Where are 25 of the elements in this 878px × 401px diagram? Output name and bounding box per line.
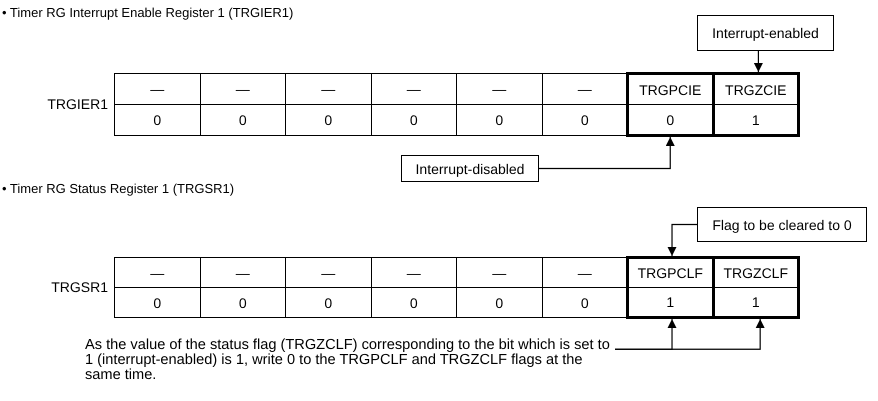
callout-box: Flag to be cleared to 0 — [697, 207, 867, 242]
register-name: TRGSR1 — [51, 279, 108, 295]
bit-name: TRGPCIE — [638, 80, 702, 100]
register-bit-column — [712, 72, 800, 137]
register-name: TRGIER1 — [47, 96, 108, 112]
callout-box: Interrupt-disabled — [401, 155, 539, 182]
bit-value: 1 — [714, 287, 797, 316]
arrow — [615, 319, 765, 350]
bit-value-field: 0 — [114, 287, 200, 318]
section-heading: • Timer RG Status Register 1 (TRGSR1) — [2, 181, 234, 196]
reserved-bit-field: — — [114, 257, 200, 288]
arrow — [754, 51, 763, 72]
bit-name: TRGZCIE — [724, 80, 788, 100]
note-text: As the value of the status flag (TRGZCLF) corresponding to the bit which is set to 1 (interrupt-enabled) is 1, write 0 to the TRGPCLF and TRGZCLF flags at the same time. — [85, 338, 615, 383]
bit-name: TRGPCLF — [636, 264, 704, 283]
register-bit-column — [626, 72, 714, 137]
section-heading: • Timer RG Interrupt Enable Register 1 (TRGIER1) — [2, 5, 294, 20]
bit-name: TRGZCLF — [722, 264, 790, 283]
arrow — [668, 224, 697, 256]
callout-box: Interrupt-enabled — [697, 15, 834, 51]
bit-value: 1 — [714, 104, 797, 134]
reserved-bit-field: — — [114, 73, 200, 105]
register-bit-column — [626, 256, 714, 319]
bit-value-field: 0 — [114, 104, 200, 136]
arrow — [539, 137, 675, 170]
